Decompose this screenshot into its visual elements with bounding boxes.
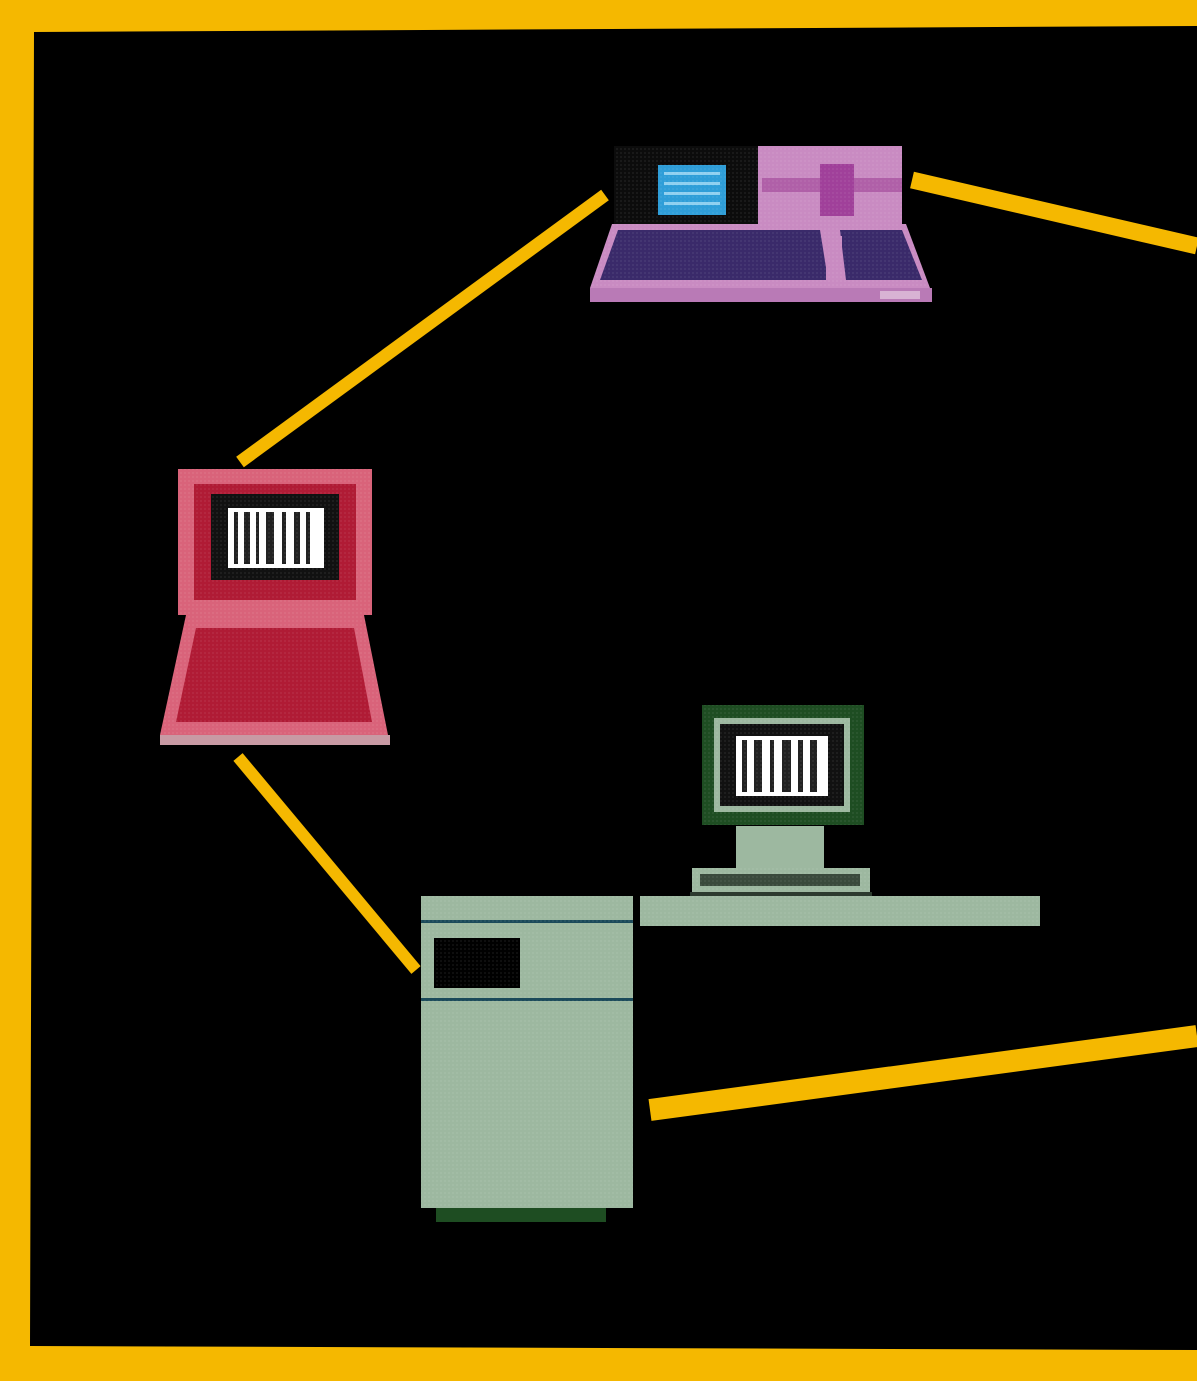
desktop-computer-icon xyxy=(590,146,932,302)
server-cabinet-icon xyxy=(421,896,633,1222)
desk-shelf xyxy=(640,896,1040,926)
monitor-icon xyxy=(690,705,872,898)
laptop-icon xyxy=(160,469,390,745)
